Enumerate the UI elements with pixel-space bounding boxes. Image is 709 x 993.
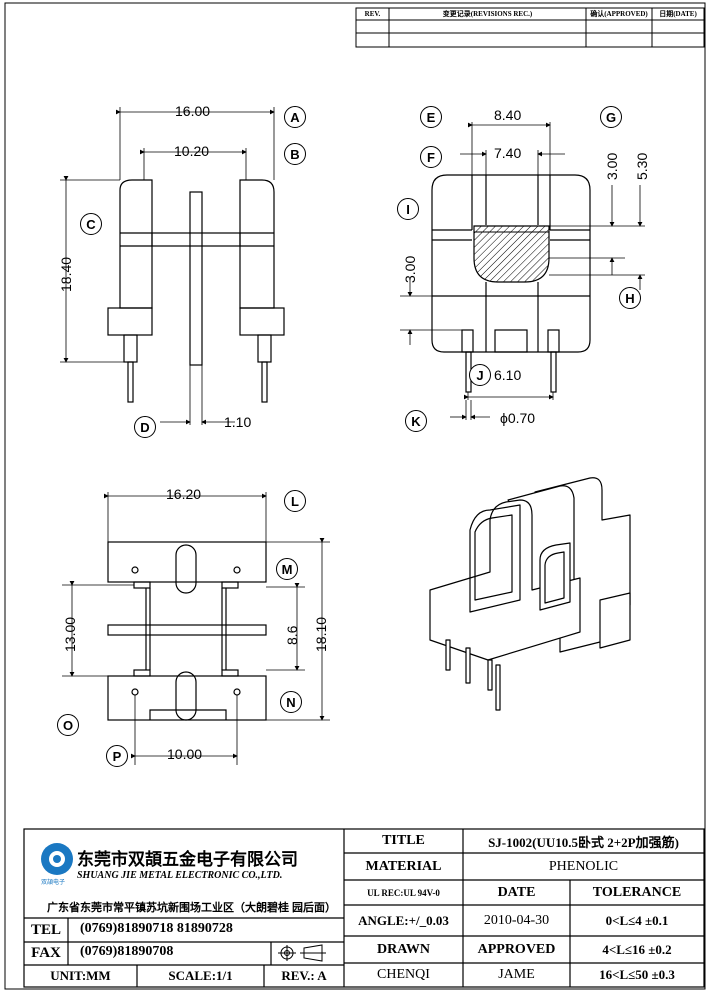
- balloon-i: I: [397, 198, 419, 220]
- drawn-label: DRAWN: [377, 941, 430, 957]
- revision-table: [355, 7, 705, 48]
- balloon-d: D: [134, 416, 156, 438]
- angle: ANGLE:+/_0.03: [358, 912, 449, 928]
- drawn-value: CHENQI: [377, 967, 430, 982]
- approved-header: 确认(APPROVED): [590, 10, 648, 18]
- side-view-dimensions: [400, 122, 645, 420]
- balloon-g: G: [600, 106, 622, 128]
- dim-8-6: 8.6: [284, 625, 300, 645]
- title-block-lines: [23, 828, 705, 988]
- dim-10-20: 10.20: [174, 143, 210, 159]
- date-label: DATE: [497, 884, 536, 900]
- balloon-k: K: [405, 410, 427, 432]
- title-value: SJ-1002(UU10.5卧式 2+2P加强筋): [488, 834, 679, 850]
- isometric-view: [429, 477, 631, 711]
- balloon-j: J: [469, 364, 491, 386]
- dim-7-40: 7.40: [494, 145, 522, 161]
- material-label: MATERIAL: [365, 858, 442, 874]
- dim-13-00: 13.00: [62, 616, 78, 652]
- company-address: 广东省东莞市常平镇苏坑新围场工业区（大朗碧桂 园后面）: [47, 902, 337, 914]
- logo-text: 双頡电子: [41, 880, 66, 886]
- dim-16-00: 16.00: [175, 103, 211, 119]
- company-name-cn: 东莞市双頡五金电子有限公司: [77, 850, 298, 869]
- balloon-e: E: [420, 106, 442, 128]
- date-value: 2010-04-30: [483, 912, 550, 928]
- fax-label: FAX: [31, 945, 61, 961]
- approved-value: JAME: [498, 967, 535, 982]
- tolerance-3: 16<L≤50 ±0.3: [599, 967, 675, 982]
- front-view-dimensions: [60, 107, 275, 425]
- dim-1-10: 1.10: [224, 414, 252, 430]
- approved-label: APPROVED: [477, 941, 556, 957]
- tel-label: TEL: [30, 921, 61, 938]
- front-view: [107, 179, 285, 403]
- balloon-c: C: [80, 213, 102, 235]
- balloon-b: B: [284, 143, 306, 165]
- dim-5-30: 5.30: [634, 152, 650, 180]
- rev: REV.: A: [281, 968, 327, 983]
- hatched-section: [473, 225, 550, 283]
- dim-3-00-left: 3.00: [402, 255, 418, 283]
- dim-8-40: 8.40: [494, 107, 522, 123]
- bottom-view-dimensions: [62, 492, 330, 765]
- dim-18-40: 18.40: [58, 256, 74, 292]
- tel-value: (0769)81890718 81890728: [80, 921, 233, 936]
- dim-3-00-top: 3.00: [604, 152, 620, 180]
- rev-header: REV.: [364, 10, 381, 18]
- revisions-header: 变更记录(REVISIONS REC.): [442, 10, 533, 18]
- balloon-o: O: [57, 714, 79, 736]
- outer-frame: [4, 2, 706, 990]
- balloon-l: L: [284, 490, 306, 512]
- ul-rec: UL REC:UL 94V-0: [367, 887, 440, 898]
- title-label: TITLE: [382, 833, 425, 848]
- tolerance-label: TOLERANCE: [592, 884, 682, 900]
- balloon-p: P: [106, 745, 128, 767]
- dim-18-10: 18.10: [313, 616, 329, 652]
- material-value: PHENOLIC: [548, 858, 619, 874]
- unit: UNIT:MM: [50, 968, 111, 983]
- fax-value: (0769)81890708: [80, 944, 174, 959]
- scale: SCALE:1/1: [168, 968, 233, 983]
- date-header: 日期(DATE): [659, 10, 697, 18]
- bottom-view: [107, 541, 267, 721]
- dim-6-10: 6.10: [494, 367, 522, 383]
- projection-symbol-icon: [278, 944, 326, 962]
- balloon-n: N: [280, 691, 302, 713]
- dim-10-00: 10.00: [167, 746, 203, 762]
- balloon-h: H: [619, 287, 641, 309]
- side-view: [431, 174, 591, 393]
- company-name-en: SHUANG JIE METAL ELECTRONIC CO.,LTD.: [77, 870, 283, 881]
- dim-pin-diameter: ϕ0.70: [500, 410, 536, 426]
- dim-16-20: 16.20: [166, 486, 202, 502]
- balloon-a: A: [284, 106, 306, 128]
- tolerance-1: 0<L≤4 ±0.1: [605, 912, 669, 928]
- balloon-f: F: [420, 146, 442, 168]
- balloon-m: M: [276, 558, 298, 580]
- tolerance-2: 4<L≤16 ±0.2: [602, 941, 672, 957]
- company-logo-icon: [41, 843, 73, 875]
